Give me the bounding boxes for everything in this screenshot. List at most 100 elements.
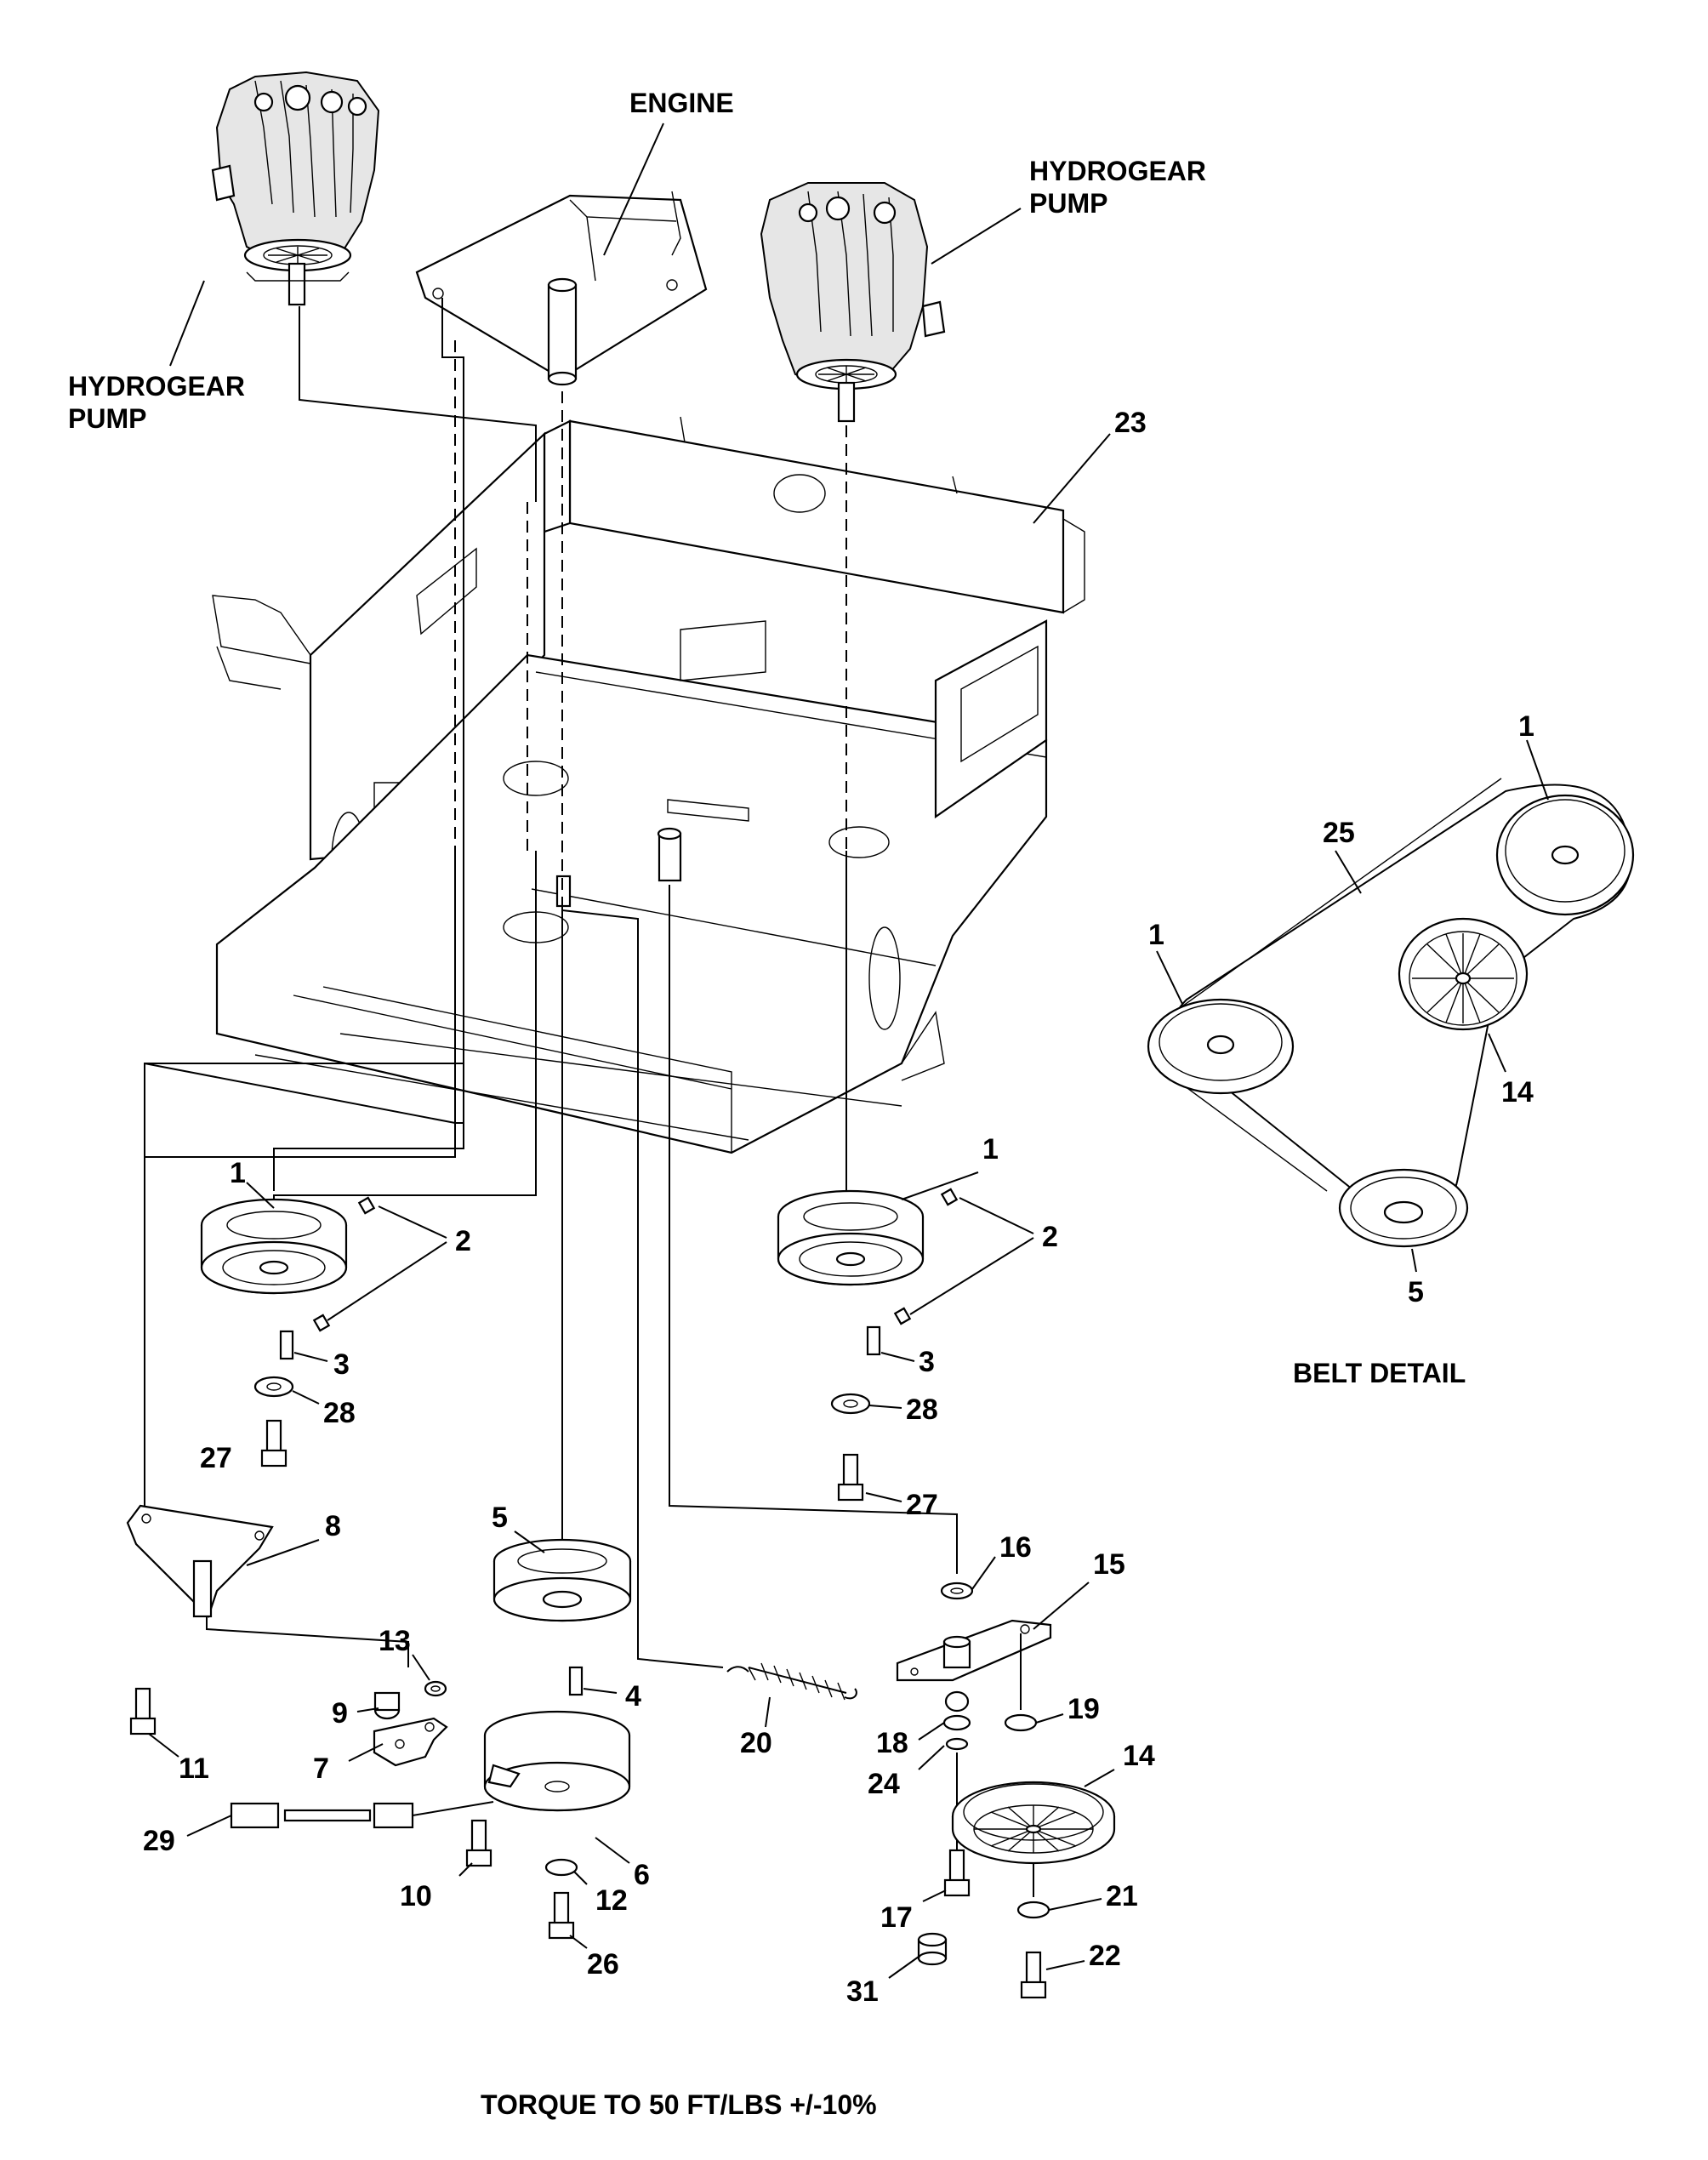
callout-3-left: 3 xyxy=(333,1348,350,1381)
callout-13: 13 xyxy=(379,1625,411,1657)
leader-8 xyxy=(246,1539,320,1566)
callout-3-right: 3 xyxy=(919,1346,935,1378)
leader-2-left-b xyxy=(327,1241,447,1321)
callout-29: 29 xyxy=(143,1825,175,1857)
leader-1-left xyxy=(246,1182,275,1209)
wire-harness-29 xyxy=(230,1801,494,1829)
callout-16: 16 xyxy=(999,1531,1032,1564)
callout-17: 17 xyxy=(880,1901,913,1934)
leader-d14 xyxy=(1488,1033,1506,1073)
leader-d5 xyxy=(1411,1248,1417,1273)
callout-21: 21 xyxy=(1106,1880,1138,1912)
leader-19 xyxy=(1035,1713,1064,1724)
callout-22: 22 xyxy=(1089,1940,1121,1972)
bushing-31 xyxy=(917,1932,948,1966)
callout-1-right: 1 xyxy=(982,1133,999,1165)
leader-22 xyxy=(1045,1960,1085,1970)
leader-2-right-b xyxy=(909,1237,1034,1315)
engine-mount xyxy=(415,191,708,386)
right-hydrogear-pump xyxy=(760,182,946,423)
callout-6: 6 xyxy=(634,1859,650,1891)
callout-8: 8 xyxy=(325,1510,341,1542)
idler-pulley-14 xyxy=(951,1633,1116,1999)
callout-27-right: 27 xyxy=(906,1489,938,1521)
leader-18 xyxy=(918,1722,945,1741)
leader-27-right xyxy=(865,1492,902,1502)
left-pump-label-line2: PUMP xyxy=(68,403,146,434)
belt-detail-callout-5: 5 xyxy=(1408,1276,1424,1308)
callout-11: 11 xyxy=(179,1753,209,1785)
leader-23 xyxy=(1033,433,1111,524)
leader-left-pump xyxy=(169,280,205,367)
chassis-frame xyxy=(212,416,1085,1154)
leader-3-left xyxy=(293,1352,328,1362)
torque-note: TORQUE TO 50 FT/LBS +/-10% xyxy=(481,2089,877,2120)
electric-clutch-6 xyxy=(483,1710,631,1940)
leader-1-right xyxy=(901,1171,979,1200)
leader-11 xyxy=(148,1733,179,1758)
callout-2-left: 2 xyxy=(455,1225,471,1257)
callout-5: 5 xyxy=(492,1502,508,1534)
assembly-centerlines xyxy=(144,298,958,1668)
leader-engine xyxy=(603,123,664,256)
left-pulley-assembly xyxy=(200,1196,376,1468)
leader-10 xyxy=(458,1862,473,1877)
leader-7 xyxy=(348,1743,384,1762)
right-pulley-assembly xyxy=(777,1188,959,1502)
leader-26 xyxy=(569,1935,588,1949)
callout-19: 19 xyxy=(1068,1693,1100,1725)
callout-23: 23 xyxy=(1114,407,1147,439)
leader-2-left-a xyxy=(378,1205,447,1239)
leader-14 xyxy=(1084,1769,1115,1787)
callout-15: 15 xyxy=(1093,1548,1125,1581)
anti-rotation-bracket-7 xyxy=(373,1680,492,1867)
leader-right-pump xyxy=(931,208,1022,265)
callout-1-left: 1 xyxy=(230,1157,246,1189)
callout-9: 9 xyxy=(332,1697,348,1730)
leader-2-right-a xyxy=(959,1197,1034,1234)
leader-d25 xyxy=(1335,850,1362,894)
leader-d1-left xyxy=(1156,950,1183,1005)
leader-3-right xyxy=(880,1352,915,1362)
belt-detail-callout-1-top: 1 xyxy=(1518,710,1534,743)
callout-28-right: 28 xyxy=(906,1393,938,1426)
idler-spring-20 xyxy=(726,1662,857,1701)
callout-2-right: 2 xyxy=(1042,1221,1058,1253)
leader-24 xyxy=(918,1745,945,1770)
leader-13 xyxy=(412,1654,430,1681)
callout-20: 20 xyxy=(740,1727,772,1759)
right-pump-label-line2: PUMP xyxy=(1029,188,1107,219)
callout-26: 26 xyxy=(587,1948,619,1980)
left-pump-label-line1: HYDROGEAR xyxy=(68,371,245,402)
left-hydrogear-pump xyxy=(211,71,380,306)
belt-detail-callout-1-left: 1 xyxy=(1148,919,1164,951)
callout-31: 31 xyxy=(846,1975,879,2008)
engine-label: ENGINE xyxy=(629,88,734,118)
callout-10: 10 xyxy=(400,1880,432,1912)
leader-20 xyxy=(765,1696,771,1728)
leader-5 xyxy=(514,1530,545,1553)
leader-21 xyxy=(1048,1898,1102,1911)
leader-d1-top xyxy=(1526,739,1549,801)
leader-17 xyxy=(922,1889,947,1902)
leader-29 xyxy=(186,1815,232,1837)
leader-9 xyxy=(356,1707,379,1713)
callout-28-left: 28 xyxy=(323,1397,356,1429)
leader-12 xyxy=(573,1871,588,1885)
right-pump-label-line1: HYDROGEAR xyxy=(1029,156,1206,186)
idler-arm-15 xyxy=(896,1582,1052,1897)
leader-15 xyxy=(1033,1582,1090,1630)
belt-detail xyxy=(1147,778,1635,1248)
callout-18: 18 xyxy=(876,1727,908,1759)
pulley-5 xyxy=(492,1538,632,1696)
callout-7: 7 xyxy=(313,1753,329,1785)
bracket-8 xyxy=(126,1504,274,1735)
belt-detail-callout-14: 14 xyxy=(1501,1076,1534,1108)
callout-27-left: 27 xyxy=(200,1442,232,1474)
leader-28-right xyxy=(868,1405,902,1409)
leader-28-left xyxy=(292,1390,320,1405)
leader-31 xyxy=(888,1956,919,1979)
belt-detail-label: BELT DETAIL xyxy=(1293,1358,1466,1388)
